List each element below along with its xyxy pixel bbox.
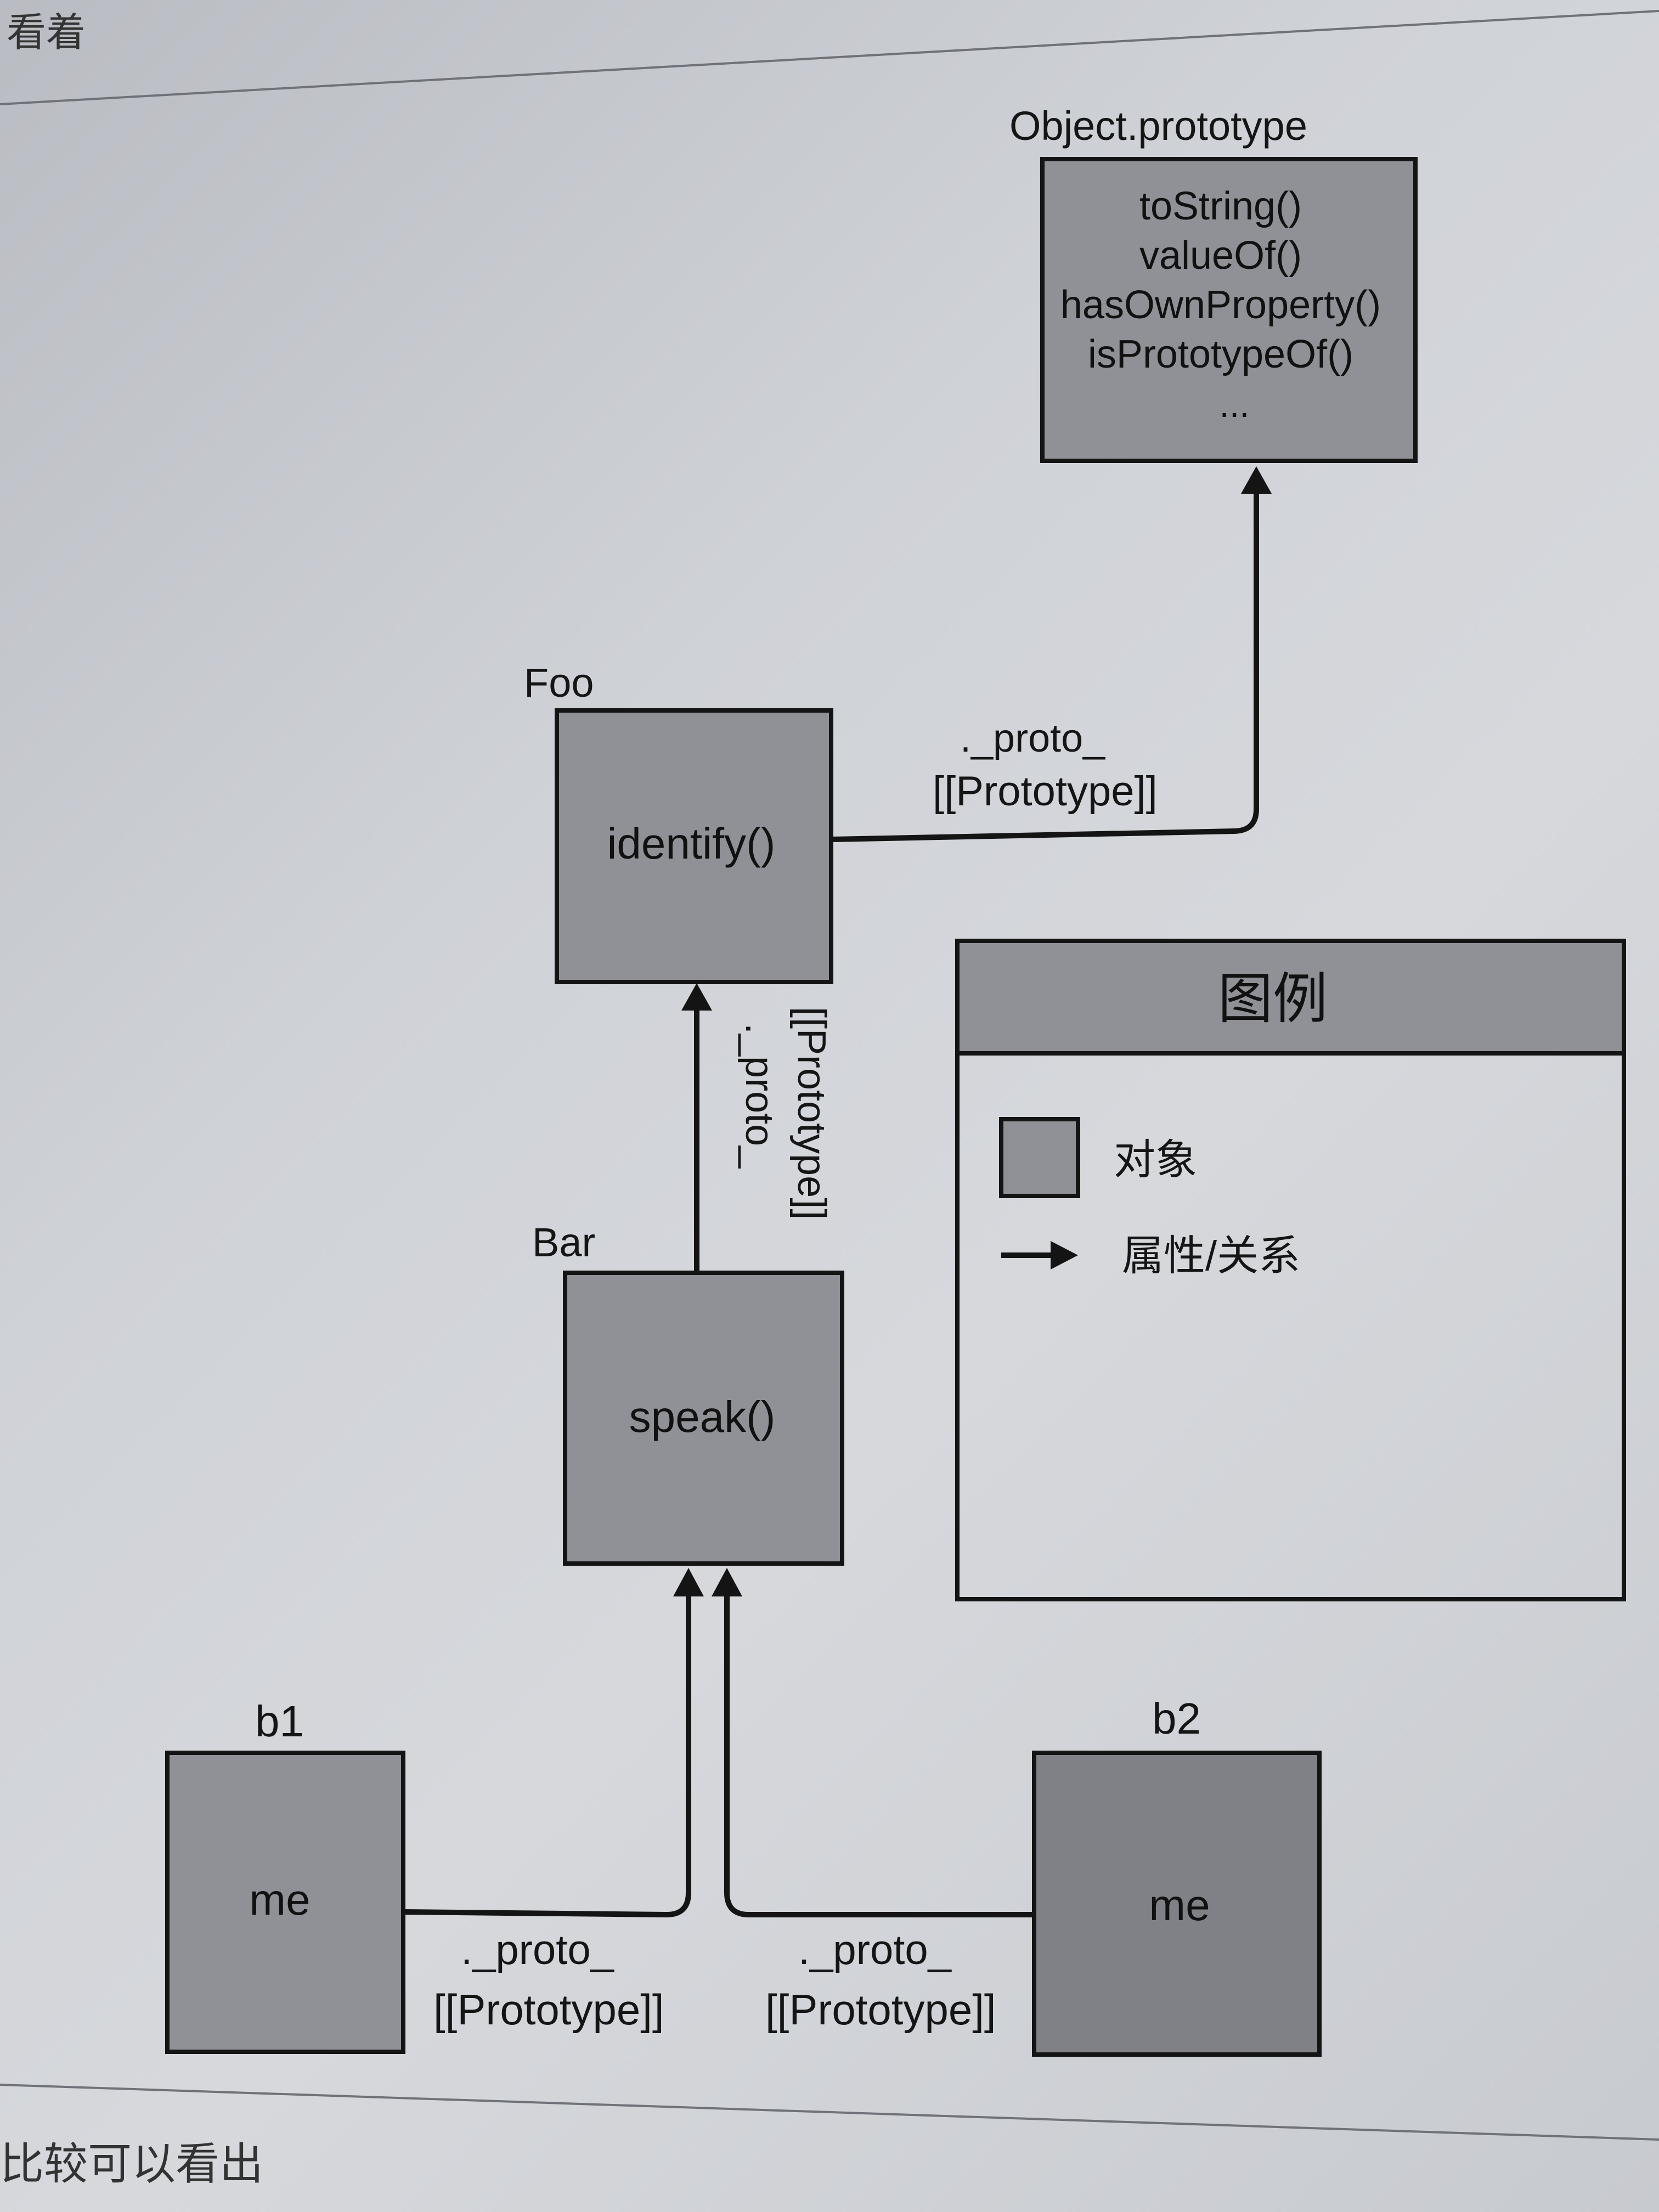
- bar-to-foo-label-proto: ._proto_: [737, 1023, 781, 1169]
- b2-to-bar-arrow-line: [724, 1596, 1034, 1917]
- legend-header: [955, 939, 1626, 1056]
- b2-title: b2: [1152, 1694, 1201, 1743]
- b1-to-bar-label-prototype: [[Prototype]]: [433, 1985, 664, 2034]
- b1-to-bar-arrowhead: [673, 1568, 704, 1596]
- legend-arrow-icon: [1051, 1241, 1078, 1269]
- object-prototype-box: [1040, 157, 1418, 463]
- bar-member-speak: speak(): [629, 1392, 776, 1441]
- bar-title: Bar: [532, 1220, 595, 1265]
- object-prototype-title: Object.prototype: [1009, 103, 1307, 149]
- legend-object-swatch: [999, 1117, 1080, 1198]
- foo-box: [555, 708, 833, 984]
- b1-to-bar-label-proto: ._proto_: [461, 1927, 615, 1973]
- foo-member-identify: identify(): [607, 819, 776, 868]
- page-top-edge: [0, 10, 1659, 105]
- object-member-ellipsis: ...: [1219, 384, 1249, 425]
- bar-to-foo-label-prototype: [[Prototype]]: [789, 1007, 833, 1220]
- object-member-valueof: valueOf(): [1139, 234, 1302, 278]
- foo-to-object-label-proto: ._proto_: [960, 716, 1105, 760]
- bar-box: [563, 1271, 844, 1566]
- b1-title: b1: [255, 1697, 304, 1746]
- bar-to-foo-arrowhead: [681, 983, 712, 1011]
- b2-to-bar-label-proto: ._proto_: [798, 1927, 952, 1973]
- b2-to-bar-arrowhead: [712, 1568, 742, 1596]
- object-member-tostring: toString(): [1139, 184, 1302, 228]
- foo-title: Foo: [524, 660, 594, 706]
- legend-relation-label: 属性/关系: [1122, 1233, 1300, 1279]
- b1-to-bar-arrow-line: [403, 1596, 691, 1918]
- object-member-hasownproperty: hasOwnProperty(): [1060, 283, 1381, 327]
- object-member-isprototypeof: isPrototypeOf(): [1088, 332, 1353, 376]
- foo-to-object-arrowhead: [1241, 466, 1272, 494]
- header-text-fragment: 看着: [7, 9, 86, 55]
- foo-to-object-label-prototype: [[Prototype]]: [933, 768, 1158, 815]
- foo-to-object-arrow-line: [831, 494, 1259, 842]
- footer-text-fragment: 比较可以看出: [0, 2138, 263, 2190]
- b2-box: [1032, 1751, 1322, 2057]
- b1-member-me: me: [249, 1875, 310, 1924]
- page-bottom-edge: [0, 2084, 1659, 2141]
- b1-box: [165, 1751, 405, 2054]
- legend-title: 图例: [1218, 968, 1328, 1030]
- b2-member-me: me: [1149, 1881, 1210, 1929]
- b2-to-bar-label-prototype: [[Prototype]]: [765, 1985, 996, 2034]
- legend-object-label: 对象: [1114, 1137, 1197, 1183]
